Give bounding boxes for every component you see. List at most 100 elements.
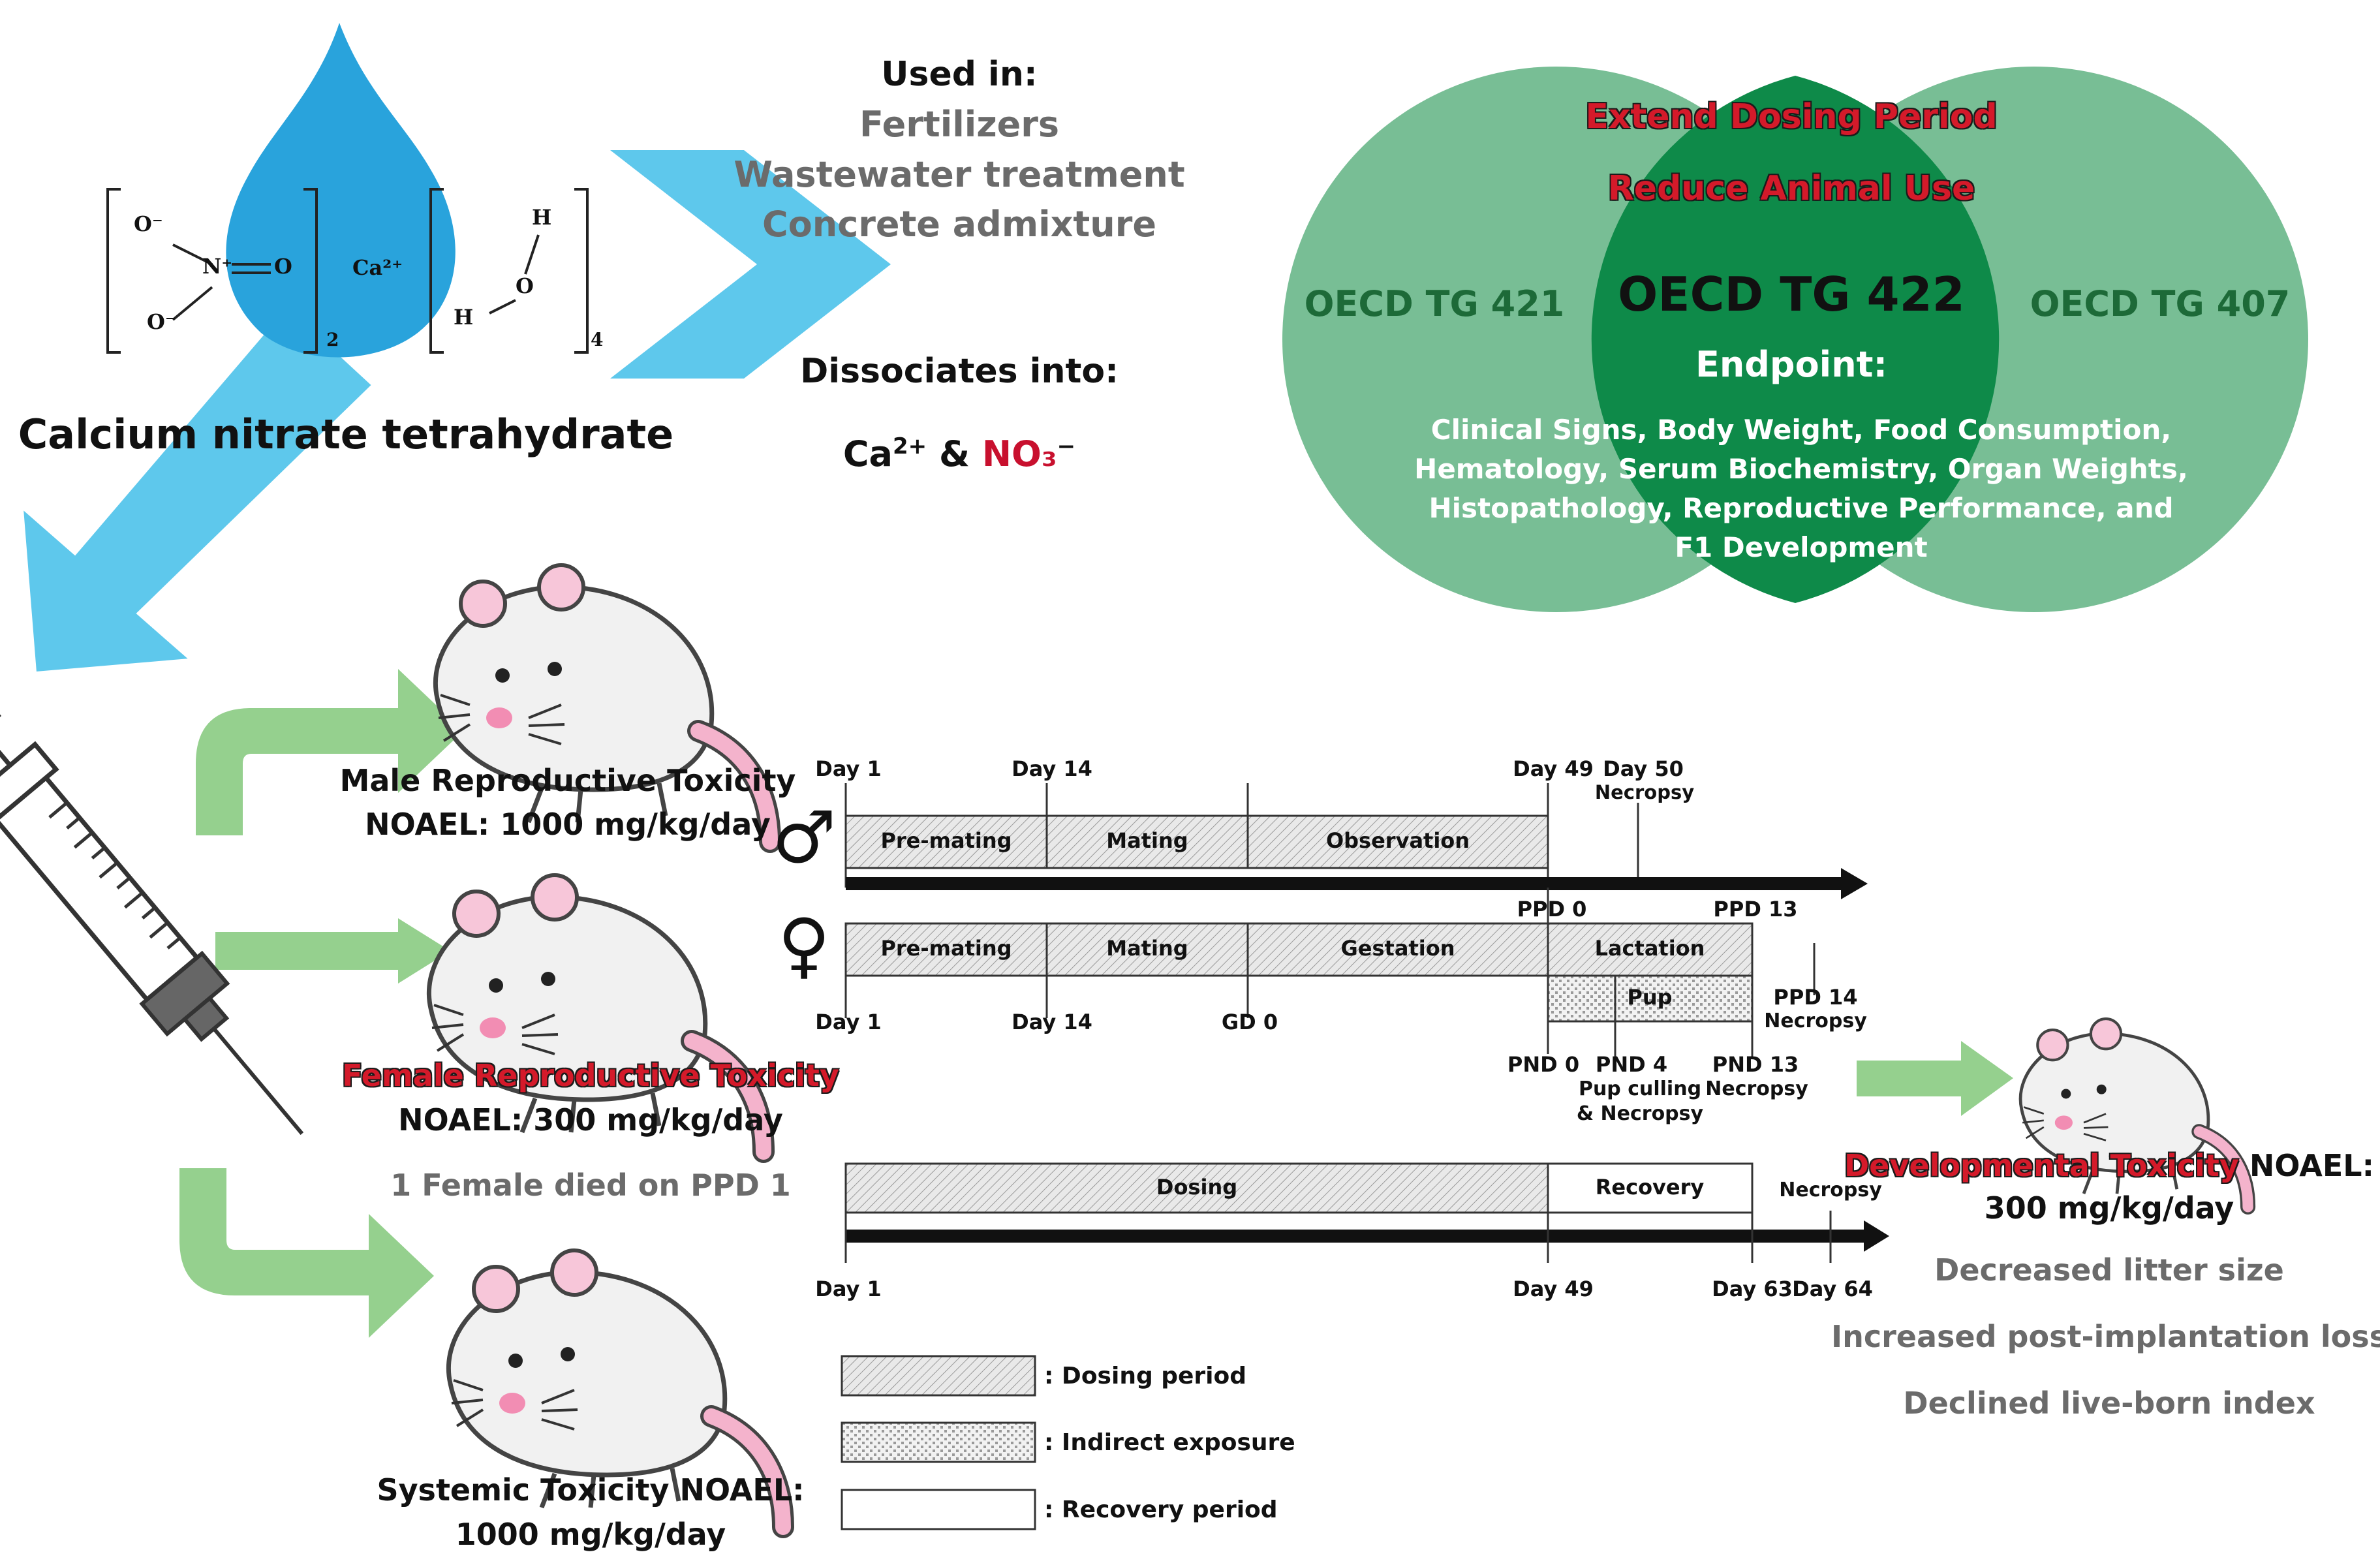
label-ppd13: PPD 13 — [1713, 897, 1798, 922]
legend-box-dosing — [841, 1355, 1036, 1397]
venn-right-label: OECD TG 407 — [2030, 283, 2291, 324]
legend-dosing-label: : Dosing period — [1044, 1363, 1247, 1389]
recovery-label-day64: Day 64 — [1792, 1277, 1873, 1301]
venn-left-label: OECD TG 421 — [1304, 283, 1565, 324]
female-seg-pup — [1547, 974, 1754, 1023]
female-result-line2: NOAEL: 300 mg/kg/day — [398, 1102, 783, 1138]
structure-brackets — [106, 188, 589, 354]
ppd14-necropsy: Necropsy — [1764, 1010, 1867, 1032]
venn-overlap — [1591, 76, 2000, 603]
recovery-necropsy: Necropsy — [1779, 1179, 1882, 1201]
pup-culling: Pup culling — [1578, 1077, 1702, 1100]
female-seg-gestation-label: Gestation — [1340, 936, 1455, 961]
ion-no3-charge: − — [1057, 433, 1076, 459]
rat-male-icon — [435, 565, 770, 842]
recovery-seg-recovery-label: Recovery — [1595, 1175, 1705, 1200]
label-ppd0: PPD 0 — [1517, 897, 1587, 922]
venn-center-title: OECD TG 422 — [1618, 267, 1965, 322]
female-death-note: 1 Female died on PPD 1 — [390, 1168, 791, 1203]
ion-ca: Ca — [842, 433, 893, 474]
venn-endpoint-line4: F1 Development — [1675, 531, 1928, 563]
recovery-timeline-arrowhead — [1864, 1220, 1889, 1252]
use-fertilizers: Fertilizers — [859, 104, 1060, 145]
female-seg-premating — [844, 922, 1048, 977]
green-arrow-dev-shaft — [1857, 1061, 1961, 1096]
venn-endpoint-title: Endpoint: — [1695, 344, 1888, 385]
venn-top-line1: Extend Dosing Period — [1585, 97, 1998, 136]
structure-ca-ion: Ca²⁺ — [352, 255, 403, 280]
structure-o-water: O — [516, 273, 534, 298]
dev-finding-1: Decreased litter size — [1934, 1252, 2284, 1288]
venn-top-line2: Reduce Animal Use — [1607, 169, 1975, 208]
use-concrete: Concrete admixture — [762, 204, 1156, 245]
structure-sub-2: 2 — [326, 329, 339, 350]
dev-finding-2: Increased post-implantation loss — [1831, 1319, 2380, 1354]
female-seg-lactation-label: Lactation — [1594, 936, 1705, 961]
female-label-day1: Day 1 — [815, 1010, 882, 1034]
label-pnd13: PND 13 — [1712, 1052, 1799, 1077]
female-label-day14: Day 14 — [1012, 1010, 1092, 1034]
label-pnd4: PND 4 — [1595, 1052, 1668, 1077]
recovery-seg-recovery — [1547, 1162, 1754, 1214]
female-seg-gestation — [1246, 922, 1549, 977]
label-ppd14: PPD 14 — [1773, 985, 1858, 1010]
male-seg-mating-label: Mating — [1106, 828, 1188, 853]
venn-endpoint-line3: Histopathology, Reproductive Performance… — [1429, 492, 2174, 524]
male-label-day49: Day 49 — [1513, 756, 1594, 781]
syringe-icon — [0, 700, 304, 1135]
systemic-result-line1: Systemic Toxicity NOAEL: — [377, 1472, 805, 1508]
venn-endpoint-line2: Hematology, Serum Biochemistry, Organ We… — [1414, 453, 2188, 485]
venn-endpoint-line1: Clinical Signs, Body Weight, Food Consum… — [1430, 414, 2172, 446]
female-result-line1: Female Reproductive Toxicity — [342, 1058, 839, 1093]
timeline-male — [844, 783, 1868, 899]
male-necropsy: Necropsy — [1594, 781, 1695, 803]
recovery-label-day49: Day 49 — [1513, 1277, 1594, 1301]
dev-finding-3: Declined live-born index — [1903, 1386, 2315, 1421]
female-label-gd0: GD 0 — [1221, 1010, 1278, 1034]
dev-result-red: Developmental Toxicity — [1844, 1148, 2239, 1183]
pup-culling-necropsy: & Necropsy — [1576, 1102, 1704, 1125]
ion-ca-charge: 2+ — [892, 433, 927, 459]
recovery-label-day63: Day 63 — [1712, 1277, 1793, 1301]
male-seg-premating-label: Pre-mating — [880, 828, 1012, 853]
structure-o-double: O — [274, 254, 292, 279]
legend-box-recovery — [841, 1489, 1036, 1530]
female-symbol-icon: ♀ — [777, 903, 831, 987]
male-label-day14: Day 14 — [1012, 756, 1092, 781]
use-wastewater: Wastewater treatment — [734, 154, 1185, 195]
label-pnd0: PND 0 — [1507, 1052, 1580, 1077]
green-arrow-female-shaft — [215, 932, 398, 970]
male-label-day1: Day 1 — [815, 756, 882, 781]
structure-h-left: H — [454, 305, 474, 330]
blue-diagonal-arrow — [22, 305, 373, 674]
compound-name: Calcium nitrate tetrahydrate — [18, 411, 674, 458]
structure-o-minus-top: O⁻ — [134, 211, 163, 236]
green-arrow-systemic — [179, 1168, 434, 1338]
legend-recovery-label: : Recovery period — [1044, 1496, 1278, 1523]
green-arrow-dev-head — [1961, 1041, 2013, 1116]
green-arrow-male — [196, 669, 463, 835]
recovery-seg-dosing-label: Dosing — [1156, 1175, 1238, 1200]
dev-result-line1: Developmental Toxicity NOAEL: — [1844, 1149, 2374, 1183]
structure-sub-4: 4 — [591, 329, 604, 350]
legend-box-indirect — [841, 1421, 1036, 1463]
dev-result-line2: 300 mg/kg/day — [1984, 1190, 2234, 1226]
timeline-recovery — [844, 1162, 1889, 1263]
blue-chevron-arrow — [610, 150, 891, 379]
female-seg-mating — [1045, 922, 1249, 977]
structure-h-top: H — [532, 205, 552, 230]
male-seg-mating — [1045, 814, 1249, 869]
female-seg-premating-label: Pre-mating — [880, 936, 1012, 961]
ion-amp: & — [927, 433, 982, 474]
dev-result-rest: NOAEL: — [2238, 1148, 2374, 1183]
timeline-female — [844, 888, 1816, 1057]
recovery-seg-dosing — [844, 1162, 1549, 1214]
male-seg-observation-label: Observation — [1325, 828, 1470, 853]
structure-o-minus-bottom: O⁻ — [147, 309, 176, 334]
dissociates-title: Dissociates into: — [800, 352, 1119, 391]
water-drop — [226, 23, 456, 358]
female-seg-pup-label: Pup — [1627, 985, 1673, 1010]
male-result-line1: Male Reproductive Toxicity — [339, 763, 796, 798]
used-in-title: Used in: — [881, 55, 1038, 94]
